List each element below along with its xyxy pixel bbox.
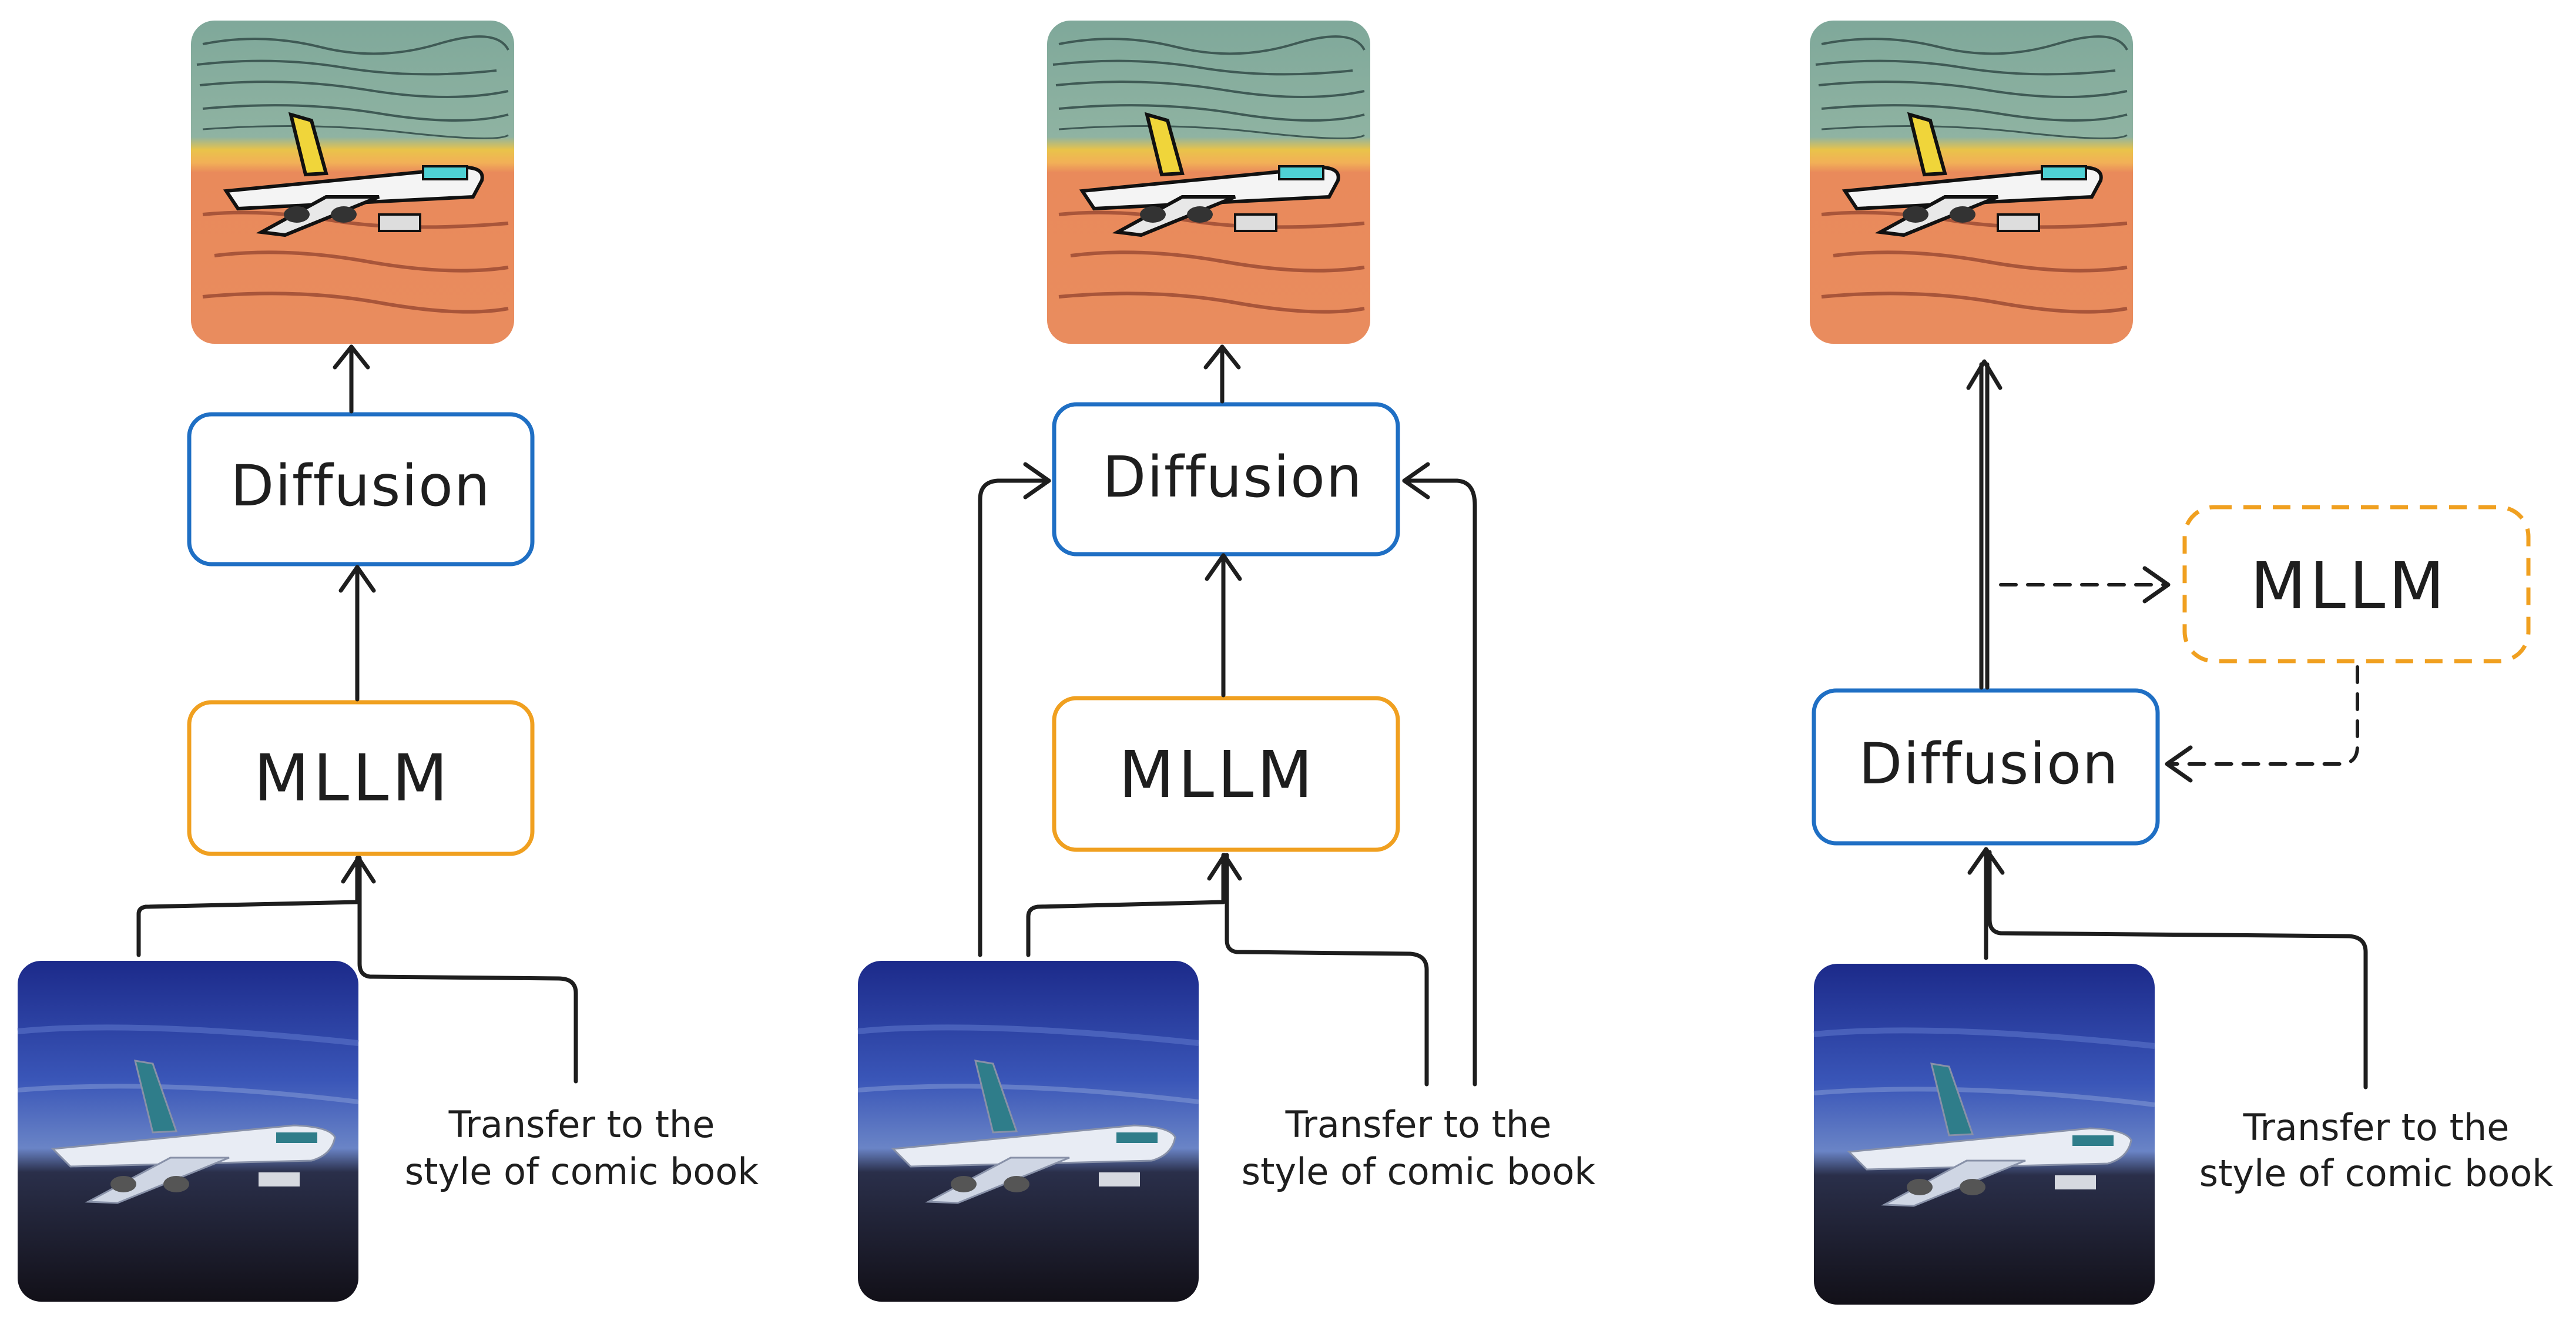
mllm-label-1: MLLM	[254, 740, 451, 816]
output-comic-image-1	[191, 21, 514, 344]
input-photo-2	[858, 961, 1199, 1302]
mllm-box-2	[1052, 696, 1400, 852]
output-comic-image-2	[1047, 21, 1370, 344]
panel-3: MLLM Diffusion Transfer to the style of …	[1810, 21, 2553, 1305]
prompt-line2-3: style of comic book	[2199, 1152, 2554, 1195]
mllm-label-3: MLLM	[2250, 548, 2448, 624]
diffusion-box-3	[1812, 688, 2160, 846]
output-comic-image-3	[1810, 21, 2133, 344]
mllm-box-3	[2182, 505, 2531, 663]
diffusion-label-2: Diffusion	[1102, 444, 1363, 510]
arrow-prompt-to-diffusion-3	[1987, 850, 2368, 1090]
arrow-prompt-to-mllm-2	[1225, 853, 1429, 1087]
arrow-image-to-mllm-1	[136, 856, 360, 957]
arrow-image-to-mllm-2	[1026, 853, 1226, 957]
diffusion-box-2	[1052, 402, 1400, 557]
diffusion-label-1: Diffusion	[230, 453, 491, 519]
prompt-line1-1: Transfer to the	[448, 1103, 715, 1146]
dashed-arrow-mllm-to-diffusion-3	[2166, 665, 2359, 766]
arrow-image-to-diffusion-2	[978, 478, 1051, 957]
prompt-line1-2: Transfer to the	[1285, 1103, 1552, 1146]
mllm-box-1	[187, 700, 535, 856]
prompt-line2-2: style of comic book	[1242, 1150, 1596, 1193]
panel-1: Diffusion MLLM Transfer to the style of …	[18, 21, 759, 1302]
prompt-line2-1: style of comic book	[405, 1150, 759, 1193]
arrow-prompt-to-diffusion-2	[1402, 478, 1477, 1087]
input-photo-1	[18, 961, 358, 1302]
input-photo-3	[1814, 964, 2155, 1305]
panel-2: Diffusion MLLM Transfer to the style of …	[858, 21, 1595, 1302]
mllm-label-2: MLLM	[1119, 737, 1316, 812]
arrow-prompt-to-mllm-1	[357, 856, 578, 1084]
prompt-line1-3: Transfer to the	[2243, 1106, 2510, 1149]
diffusion-label-3: Diffusion	[1859, 731, 2119, 797]
diffusion-box-1	[187, 412, 535, 567]
